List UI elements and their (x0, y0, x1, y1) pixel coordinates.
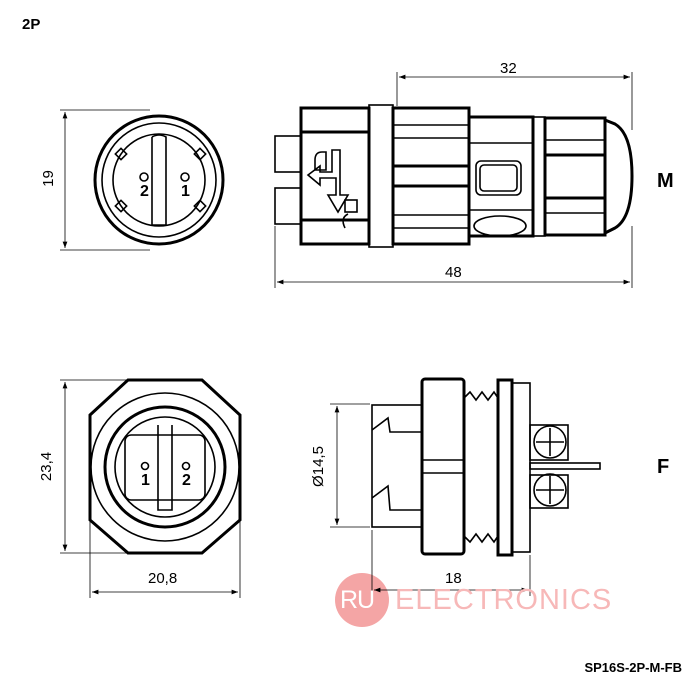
dim-width-female: 20,8 (148, 570, 178, 587)
male-side-view (274, 72, 634, 288)
dim-depth-female: 18 (445, 570, 462, 587)
pin-label: 1 (141, 472, 150, 489)
dim-body-length: 32 (500, 60, 517, 77)
dim-height-female: 23,4 (38, 451, 56, 482)
dim-overall-length: 48 (445, 264, 462, 281)
watermark-badge: RU (340, 586, 375, 614)
dim-diameter-male: 19 (39, 170, 57, 187)
male-label: M (657, 170, 674, 192)
male-front-view (60, 109, 225, 251)
female-front-view (60, 378, 242, 598)
dim-diameter-female: Ø14,5 (309, 446, 327, 487)
pin-label: 1 (181, 183, 190, 200)
pin-label: 2 (140, 183, 149, 200)
variant-label: 2P (22, 16, 41, 33)
female-label: F (657, 456, 670, 478)
part-number: SP16S-2P-M-FB (584, 660, 682, 675)
watermark-text: ELECTRONICS (395, 584, 613, 616)
watermark-logo (335, 573, 389, 627)
female-side-view (330, 377, 601, 596)
pin-label: 2 (182, 472, 191, 489)
